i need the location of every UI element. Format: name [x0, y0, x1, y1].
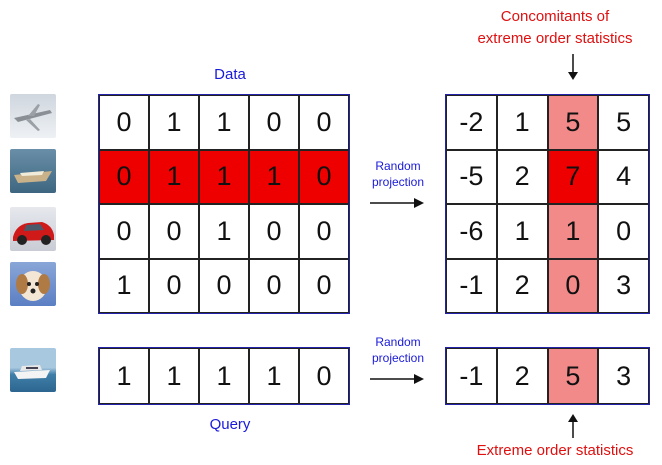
- query-vector-cell: 0: [299, 348, 349, 404]
- projected-matrix-cell: -6: [446, 204, 497, 259]
- projected-matrix-cell: -2: [446, 95, 497, 150]
- random-projection-label-top: Random projection: [362, 158, 434, 190]
- data-matrix-cell: 1: [149, 149, 199, 204]
- concomitants-line-1: Concomitants of: [500, 8, 610, 25]
- query-vector-cell: 1: [99, 348, 149, 404]
- projected-matrix-cell: 2: [496, 258, 548, 313]
- projected-matrix-cell: -5: [446, 149, 497, 204]
- data-matrix-cell: 0: [299, 149, 349, 204]
- projected-matrix-cell: 0: [547, 258, 599, 313]
- projected-query-cell: 2: [496, 348, 548, 404]
- random-projection-top-line-1: Random: [375, 159, 421, 173]
- projected-matrix-cell: 1: [496, 95, 548, 150]
- data-matrix-cell: 0: [249, 258, 299, 313]
- projected-matrix-cell: -1: [446, 258, 497, 313]
- data-matrix-cell: 0: [299, 204, 349, 259]
- ship-image: [10, 348, 56, 392]
- random-projection-top-line-2: projection: [371, 175, 425, 189]
- projected-matrix-cell: 1: [547, 204, 599, 259]
- right-arrow-icon: [370, 374, 424, 384]
- data-label: Data: [214, 66, 246, 83]
- data-matrix-cell: 0: [249, 95, 299, 150]
- projected-matrix-cell: 4: [598, 149, 649, 204]
- projected-matrix-cell: 3: [598, 258, 649, 313]
- red-car-image: [10, 207, 56, 251]
- data-matrix-cell: 0: [99, 204, 149, 259]
- projected-matrix-cell: 5: [598, 95, 649, 150]
- data-matrix-cell: 0: [299, 258, 349, 313]
- boat-image: [10, 149, 56, 193]
- query-vector-cell: 1: [249, 348, 299, 404]
- projected-query-cell: -1: [446, 348, 497, 404]
- random-projection-label-bottom: Random projection: [362, 334, 434, 366]
- data-matrix-cell: 1: [249, 149, 299, 204]
- projected-query-cell: 5: [547, 348, 599, 404]
- random-projection-bottom-line-2: projection: [371, 351, 425, 365]
- data-matrix-cell: 1: [99, 258, 149, 313]
- right-arrow-icon: [370, 198, 424, 208]
- projected-matrix-cell: 2: [496, 149, 548, 204]
- data-matrix-cell: 1: [149, 95, 199, 150]
- random-projection-bottom-line-1: Random: [375, 335, 421, 349]
- up-arrow-icon: [568, 414, 578, 438]
- data-matrix-cell: 1: [199, 204, 249, 259]
- query-label: Query: [209, 416, 251, 433]
- data-matrix-cell: 0: [249, 204, 299, 259]
- data-matrix-cell: 0: [299, 95, 349, 150]
- projected-matrix-cell: 7: [547, 149, 599, 204]
- data-matrix-cell: 0: [99, 95, 149, 150]
- extreme-order-label: Extreme order statistics: [476, 442, 634, 459]
- query-vector-cell: 1: [199, 348, 249, 404]
- query-vector-cell: 1: [149, 348, 199, 404]
- data-matrix-cell: 0: [199, 258, 249, 313]
- data-matrix-cell: 1: [199, 149, 249, 204]
- projected-matrix-cell: 0: [598, 204, 649, 259]
- projected-matrix-cell: 5: [547, 95, 599, 150]
- data-matrix-cell: 0: [149, 204, 199, 259]
- down-arrow-icon: [568, 54, 578, 80]
- data-matrix-cell: 0: [99, 149, 149, 204]
- concomitants-label: Concomitants of extreme order statistics: [440, 6, 662, 50]
- projected-query-cell: 3: [598, 348, 649, 404]
- airplane-image: [10, 94, 56, 138]
- puppy-image: [10, 262, 56, 306]
- concomitants-line-2: extreme order statistics: [477, 30, 633, 47]
- projected-matrix-cell: 1: [496, 204, 548, 259]
- data-matrix-cell: 1: [199, 95, 249, 150]
- data-matrix-cell: 0: [149, 258, 199, 313]
